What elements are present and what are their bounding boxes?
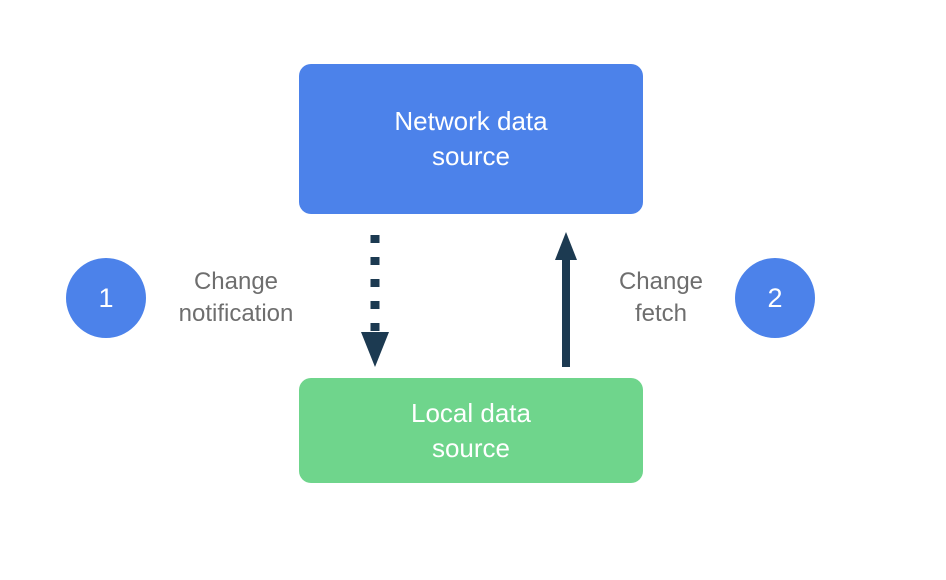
step-1-badge: 1 <box>66 258 146 338</box>
network-box-label-line1: Network data <box>394 106 548 136</box>
change-fetch-label: Change fetch <box>561 266 761 330</box>
local-box-label-line2: source <box>431 432 511 463</box>
change-notification-arrow-icon <box>361 235 389 367</box>
network-box-label-line2: source <box>431 141 511 171</box>
change-fetch-label-line1: Change <box>618 268 704 295</box>
local-box-label-line1: Local data <box>411 397 531 428</box>
step-2-number: 2 <box>767 282 783 313</box>
step-1-number: 1 <box>98 282 114 313</box>
change-notification-label-line2: notification <box>178 300 294 327</box>
change-notification-label: Change notification <box>136 266 336 330</box>
local-data-source-box: Local data source <box>299 378 643 483</box>
network-data-source-box: Network data source <box>299 64 643 214</box>
change-notification-label-line1: Change <box>193 268 279 295</box>
step-2-badge: 2 <box>735 258 815 338</box>
change-fetch-label-line2: fetch <box>634 300 688 327</box>
